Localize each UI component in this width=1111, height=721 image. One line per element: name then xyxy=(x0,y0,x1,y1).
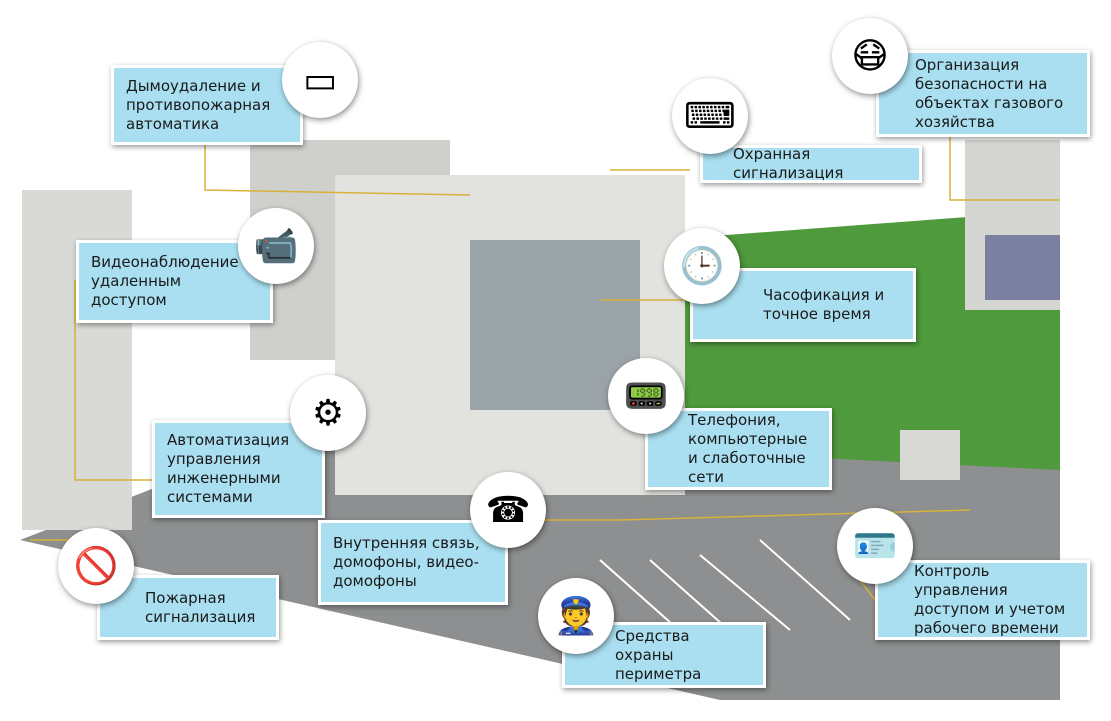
label-video-surveillance[interactable]: Видеонаблюдение с удаленным доступом xyxy=(76,240,273,323)
gear-refresh-icon: ⚙ xyxy=(290,375,366,451)
label-access-control[interactable]: Контроль управления доступом и учетом ра… xyxy=(875,560,1090,640)
clock-icon: 🕒 xyxy=(664,228,740,304)
label-telephony-networks[interactable]: Телефония, компьютерные и слаботочные се… xyxy=(645,408,832,490)
label-text: Видеонаблюдение с удаленным доступом xyxy=(91,253,252,309)
label-engineering-automation[interactable]: Автоматизация управления инженерными сис… xyxy=(152,420,325,518)
touchscreen-panel-icon: 📟 xyxy=(608,358,684,434)
label-text: Организация безопасности на объектах газ… xyxy=(915,55,1064,131)
label-text: Средства охраны периметра xyxy=(615,626,702,683)
cctv-camera-icon: 📹 xyxy=(238,208,314,284)
label-intercom[interactable]: Внутренняя связь, домофоны, видео-домофо… xyxy=(318,520,508,605)
alarm-keypad-icon: ⌨ xyxy=(672,78,748,154)
label-text: Телефония, компьютерные и слаботочные се… xyxy=(688,411,808,486)
label-smoke-removal[interactable]: Дымоудаление и противопожарная автоматик… xyxy=(111,65,303,145)
label-gas-safety[interactable]: Организация безопасности на объектах газ… xyxy=(876,50,1090,137)
label-security-alarm[interactable]: Охранная сигнализация xyxy=(700,145,922,183)
smoke-detector-icon: ▭ xyxy=(282,42,358,118)
label-text: Часофикация и точное время xyxy=(763,286,885,323)
label-text: Автоматизация управления инженерными сис… xyxy=(167,431,290,506)
security-guard-icon: 👮 xyxy=(538,578,614,654)
id-badge-icon: 🪪 xyxy=(837,508,913,584)
desk-phone-icon: ☎ xyxy=(470,472,546,548)
label-text: Дымоудаление и противопожарная автоматик… xyxy=(126,76,271,133)
gas-mask-icon: 😷 xyxy=(832,18,908,94)
label-text: Пожарная сигнализация xyxy=(145,588,256,626)
fire-prohibited-icon: 🚫 xyxy=(58,528,134,604)
label-text: Охранная сигнализация xyxy=(733,145,844,182)
label-perimeter[interactable]: Средства охраны периметра xyxy=(562,622,766,688)
label-text: Внутренняя связь, домофоны, видео-домофо… xyxy=(333,534,480,590)
guard-booth xyxy=(900,430,960,480)
label-text: Контроль управления доступом и учетом ра… xyxy=(914,562,1066,637)
